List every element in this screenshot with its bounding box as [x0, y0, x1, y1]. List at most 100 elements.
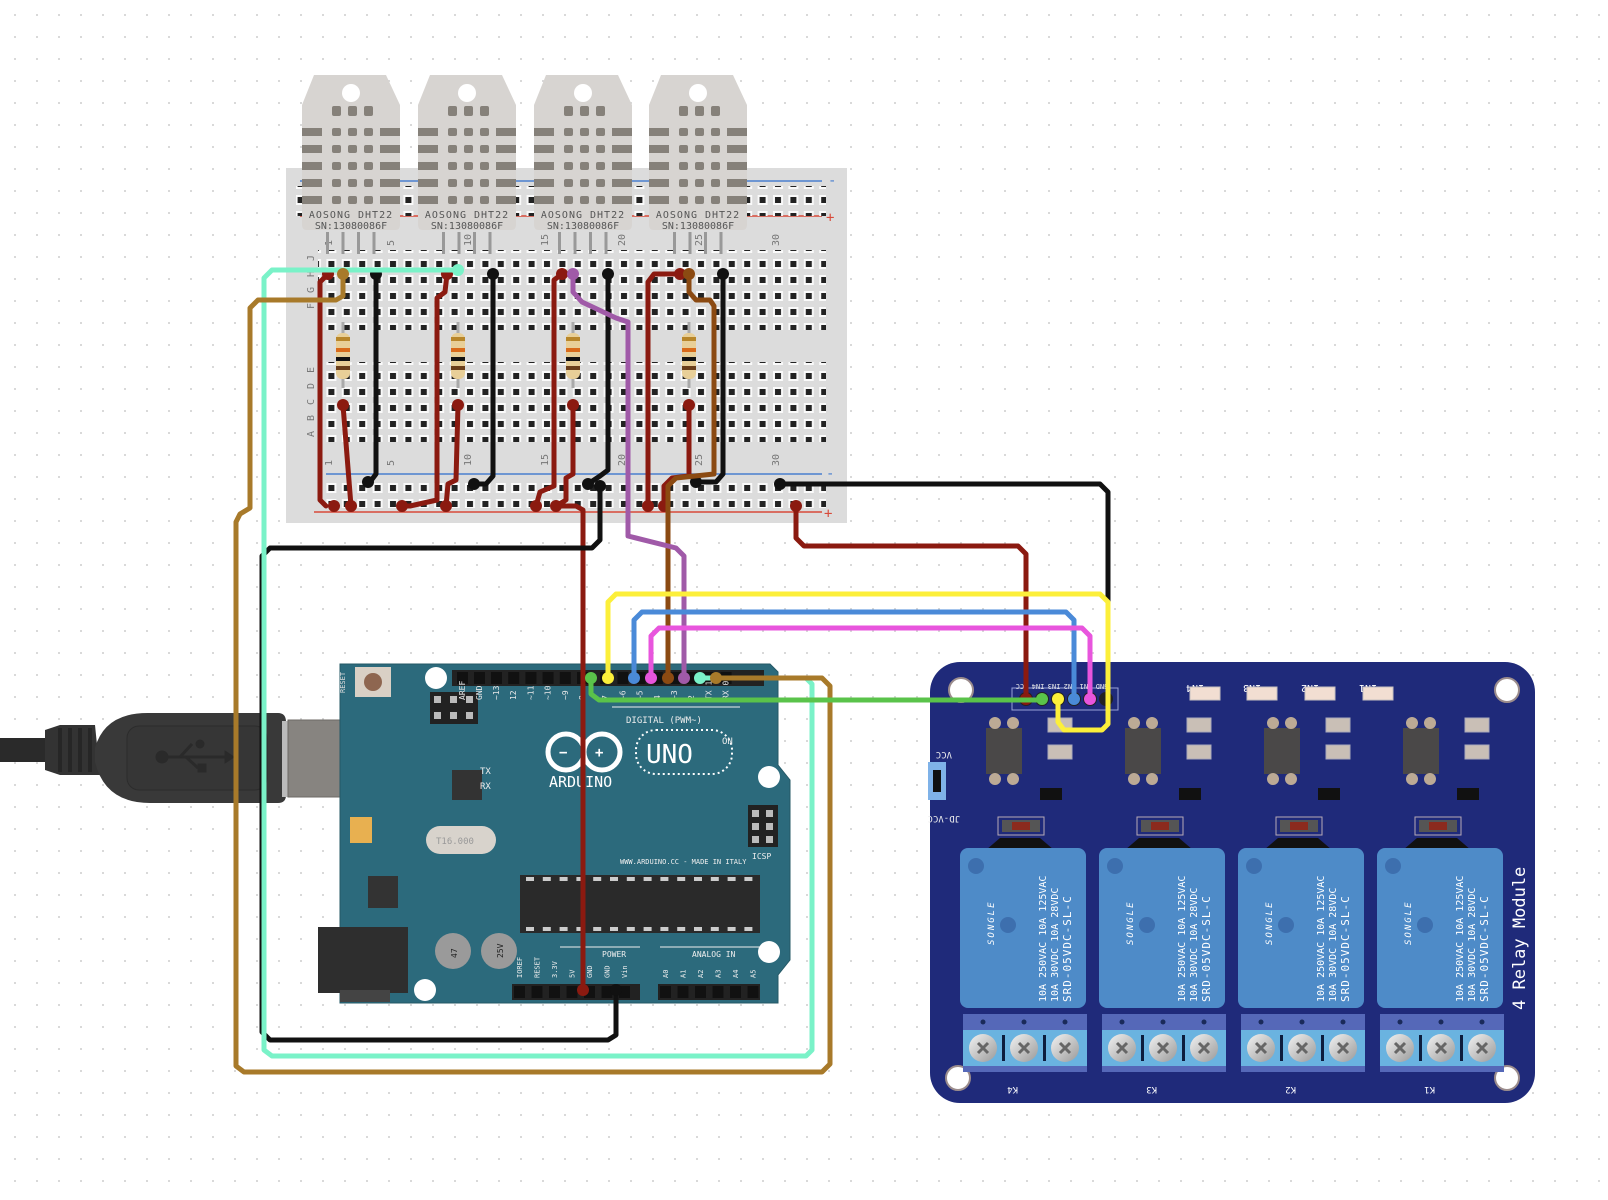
power-pin-IOREF[interactable]: [514, 986, 525, 998]
wire-pink-end[interactable]: [645, 672, 657, 684]
column-label: 20: [617, 454, 628, 466]
wire-red[interactable]: [645, 271, 683, 509]
terminal-screw[interactable]: [1288, 1034, 1316, 1062]
power-pin-5V[interactable]: [566, 986, 578, 998]
wire-blue-end[interactable]: [1068, 693, 1080, 705]
terminal-screw[interactable]: [1427, 1034, 1455, 1062]
analog-pin-A1[interactable]: [677, 986, 689, 998]
wire-brown-gold-end[interactable]: [337, 268, 349, 280]
power-pin-3.3V[interactable]: [549, 986, 560, 998]
wire-black-end[interactable]: [362, 476, 374, 488]
wire-yellow[interactable]: [605, 591, 1111, 733]
digital-pin-~5[interactable]: [634, 672, 646, 684]
terminal-screw[interactable]: [1010, 1034, 1038, 1062]
wire-red-end[interactable]: [790, 500, 802, 512]
power-pin-GND[interactable]: [584, 986, 595, 998]
wire-brown-gold[interactable]: [233, 271, 833, 1075]
wire-red-end[interactable]: [452, 399, 464, 411]
wire-red[interactable]: [553, 503, 586, 993]
wire-red-end[interactable]: [556, 268, 568, 280]
wire-aqua[interactable]: [261, 267, 815, 1059]
wire-red-end[interactable]: [440, 500, 452, 512]
digital-pin-~11[interactable]: [525, 672, 537, 684]
wire-red-end[interactable]: [642, 500, 654, 512]
wire-black-end[interactable]: [717, 268, 729, 280]
analog-pin-A2[interactable]: [695, 986, 706, 998]
digital-pin-~3[interactable]: [669, 672, 680, 684]
wire-red[interactable]: [443, 402, 461, 509]
wire-yellow-end[interactable]: [1052, 693, 1064, 705]
digital-pin-GND[interactable]: [474, 672, 485, 684]
power-pin-RESET[interactable]: [531, 986, 543, 998]
wire-red[interactable]: [399, 271, 450, 509]
wire-aqua-end[interactable]: [452, 264, 464, 276]
wire-purple-end[interactable]: [678, 672, 690, 684]
wire-red[interactable]: [661, 402, 692, 509]
power-pin-Vin[interactable]: [619, 986, 630, 998]
wire-black-end[interactable]: [594, 480, 606, 492]
digital-pin-4[interactable]: [651, 672, 663, 684]
analog-pin-A0[interactable]: [660, 986, 671, 998]
terminal-screw[interactable]: [1247, 1034, 1275, 1062]
wire-brown-gold-end[interactable]: [710, 672, 722, 684]
relay-model: SRD-05VDC-SL-C: [1339, 895, 1352, 1002]
digital-pin-12[interactable]: [508, 672, 520, 684]
terminal-screw[interactable]: [1051, 1034, 1079, 1062]
wire-purple-end[interactable]: [567, 268, 579, 280]
digital-pin-~6[interactable]: [617, 672, 629, 684]
terminal-screw[interactable]: [1329, 1034, 1357, 1062]
wire-green-end[interactable]: [585, 672, 597, 684]
wire-purple[interactable]: [570, 271, 687, 681]
terminal-screw[interactable]: [1190, 1034, 1218, 1062]
wire-blue[interactable]: [631, 609, 1077, 702]
terminal-screw[interactable]: [1149, 1034, 1177, 1062]
terminal-screw[interactable]: [1386, 1034, 1414, 1062]
wire-black-end[interactable]: [610, 984, 622, 996]
wire-red-end[interactable]: [396, 500, 408, 512]
wire-blue-end[interactable]: [628, 672, 640, 684]
terminal-screw[interactable]: [1108, 1034, 1136, 1062]
digital-pin-~13[interactable]: [491, 672, 502, 684]
wire-red-end[interactable]: [530, 500, 542, 512]
wire-red-end[interactable]: [345, 500, 357, 512]
wire-red-end[interactable]: [567, 399, 579, 411]
wire-pink[interactable]: [648, 625, 1093, 702]
wire-black-end[interactable]: [602, 268, 614, 280]
digital-pin-~10[interactable]: [542, 672, 554, 684]
wire-black-end[interactable]: [487, 268, 499, 280]
wire-black-end[interactable]: [774, 478, 786, 490]
digital-pin-2[interactable]: [686, 672, 698, 684]
wire-red[interactable]: [533, 271, 565, 509]
digital-pin-AREF[interactable]: [457, 672, 468, 684]
wire-brown[interactable]: [665, 271, 717, 681]
wire-red[interactable]: [793, 503, 1029, 702]
wire-green[interactable]: [588, 675, 1045, 703]
reset-button[interactable]: [355, 667, 391, 697]
wire-red-end[interactable]: [683, 399, 695, 411]
wire-red-end[interactable]: [337, 399, 349, 411]
terminal-screw[interactable]: [1468, 1034, 1496, 1062]
wire-brown-end[interactable]: [662, 672, 674, 684]
digital-pin-~9[interactable]: [559, 672, 571, 684]
wire-black[interactable]: [585, 271, 611, 487]
power-pin-GND[interactable]: [601, 986, 613, 998]
wire-green-end[interactable]: [1036, 693, 1048, 705]
wire-black-end[interactable]: [690, 476, 702, 488]
wire-brown-end[interactable]: [683, 268, 695, 280]
wire-yellow-end[interactable]: [602, 672, 614, 684]
wire-red[interactable]: [340, 402, 354, 509]
wire-red-end[interactable]: [674, 268, 686, 280]
vcc-jumper[interactable]: [928, 762, 946, 800]
wire-aqua-end[interactable]: [694, 672, 706, 684]
wire-red-end[interactable]: [577, 984, 589, 996]
terminal-screw[interactable]: [969, 1034, 997, 1062]
analog-pin-A4[interactable]: [730, 986, 741, 998]
wire-black-end[interactable]: [582, 478, 594, 490]
analog-pin-A5[interactable]: [747, 986, 759, 998]
analog-pin-A3[interactable]: [712, 986, 724, 998]
wire-red-end[interactable]: [328, 500, 340, 512]
wire-black[interactable]: [693, 271, 726, 485]
wire-red[interactable]: [553, 402, 576, 509]
wire-pink-end[interactable]: [1084, 693, 1096, 705]
wire-black-end[interactable]: [468, 478, 480, 490]
